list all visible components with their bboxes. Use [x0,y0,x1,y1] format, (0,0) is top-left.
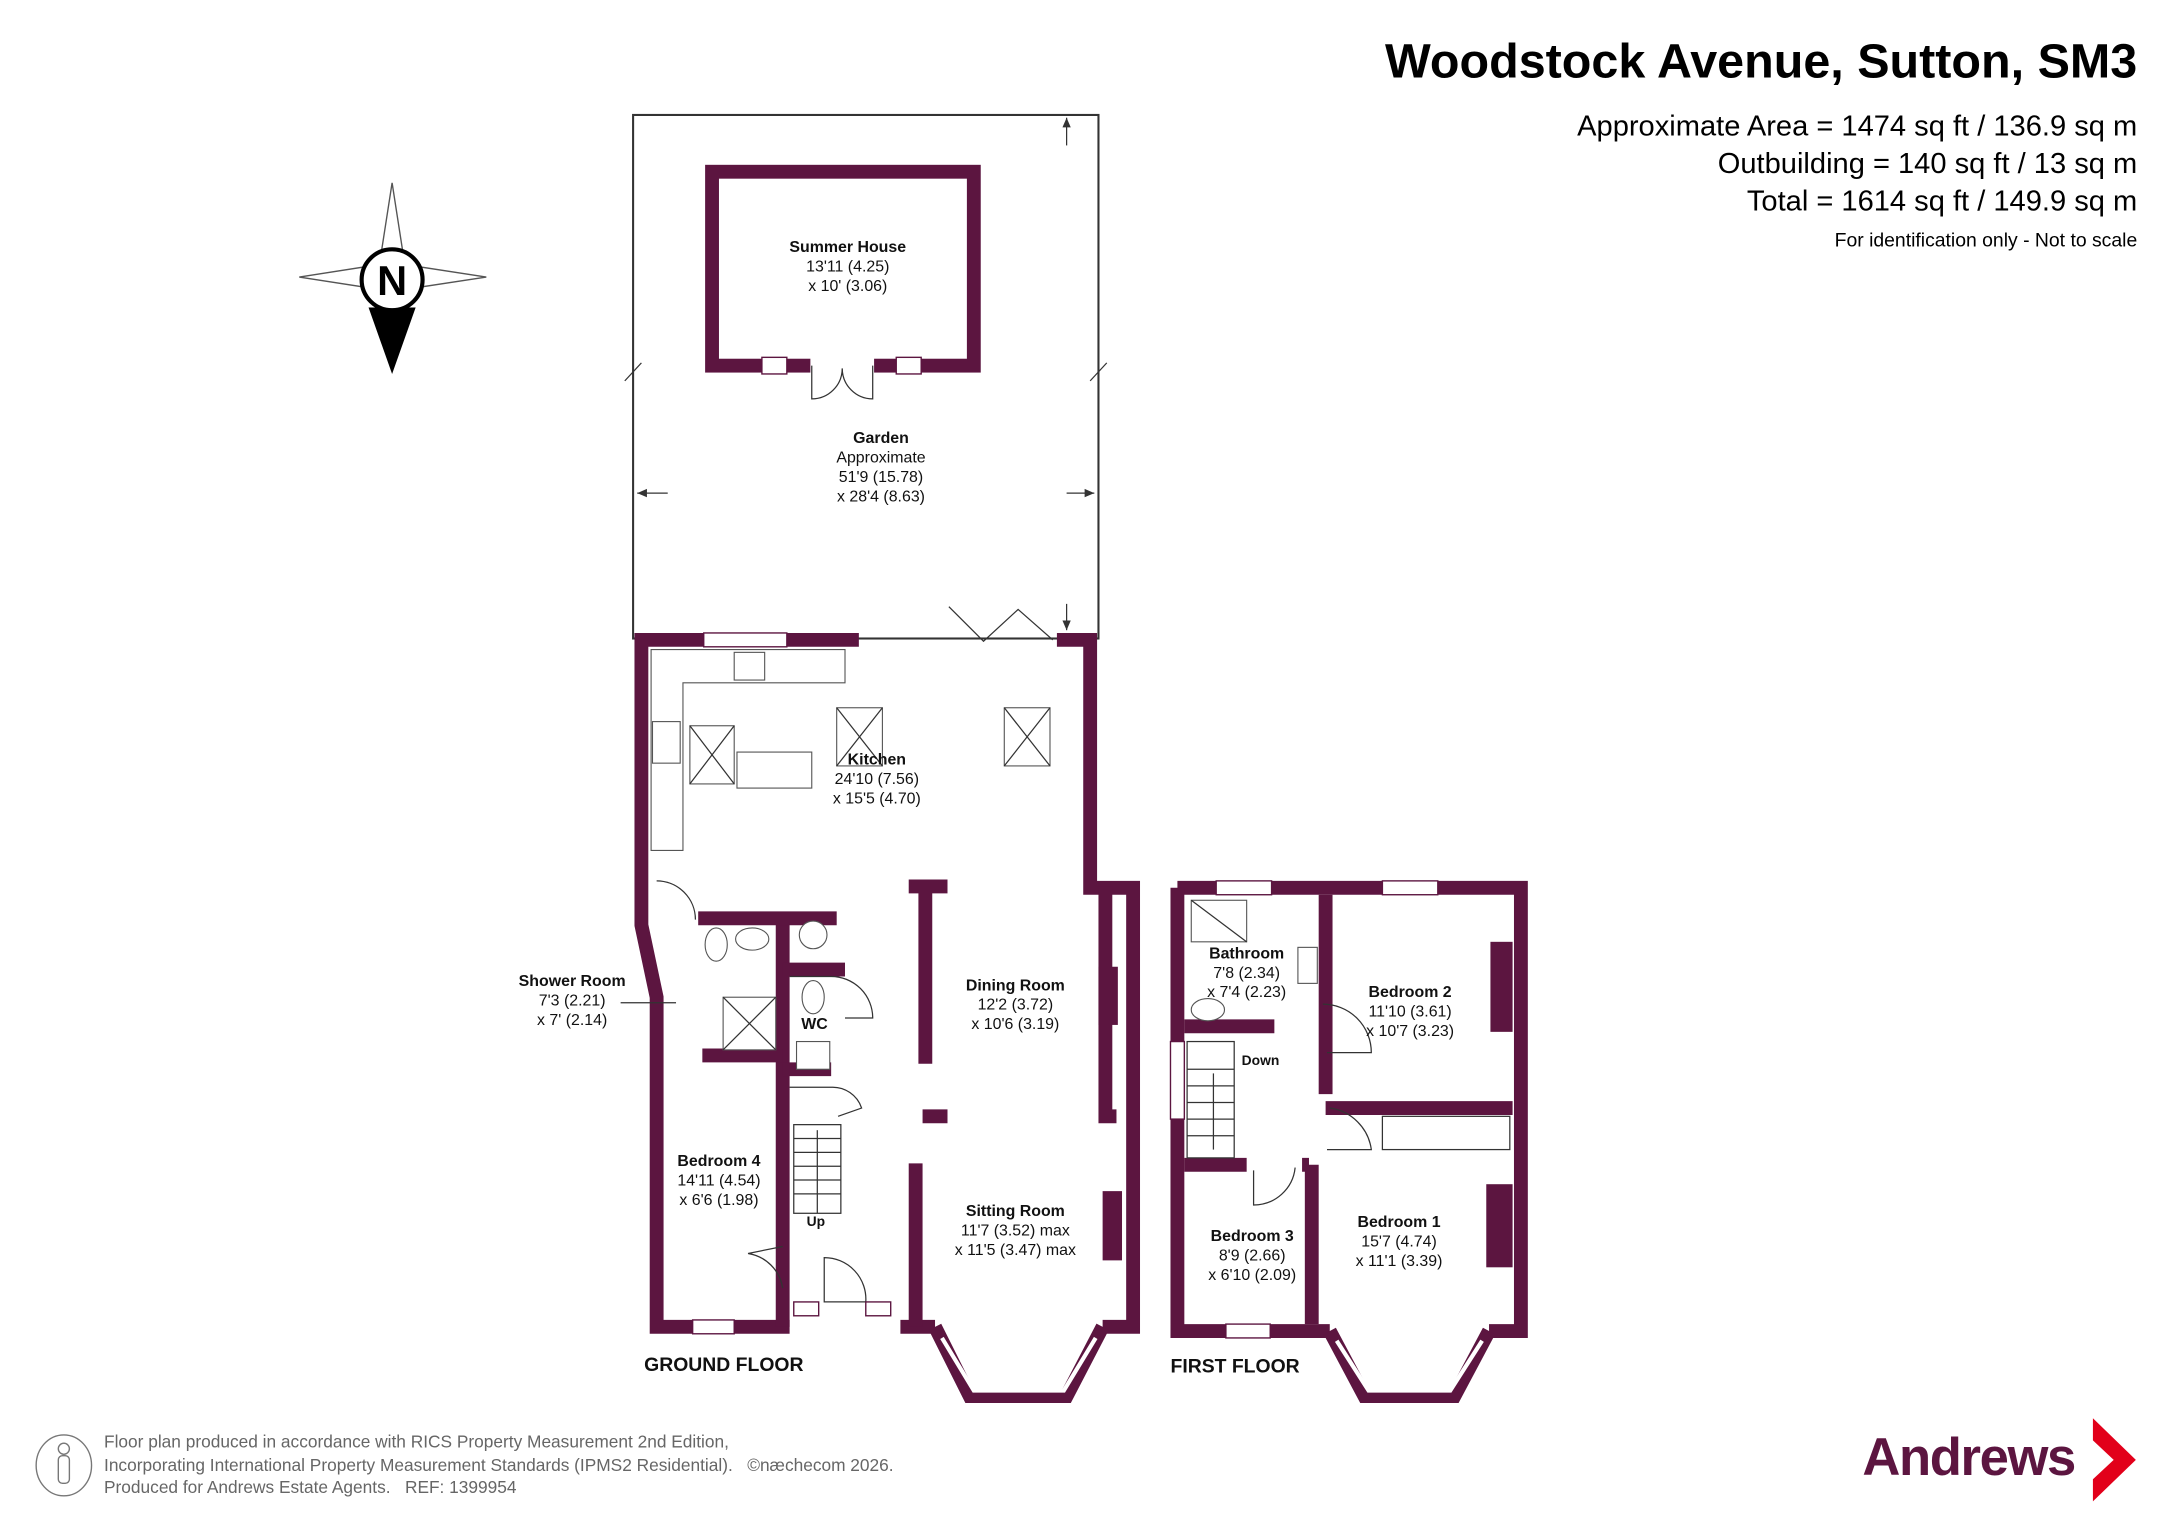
person-icon [35,1434,93,1497]
first-floor-walls [1169,880,1528,1404]
footer-line-2: Incorporating International Property Mea… [104,1455,894,1475]
bedroom4-name: Bedroom 4 [677,1153,760,1170]
bedroom4-dim2: x 6'6 (1.98) [679,1192,758,1209]
bedroom3-dim1: 8'9 (2.66) [1219,1247,1286,1264]
stairs-down-label: Down [1242,1052,1280,1068]
property-title: Woodstock Avenue, Sutton, SM3 [1385,35,2137,89]
bedroom2-dim1: 11'10 (3.61) [1368,1004,1451,1021]
footer-line-3: Produced for Andrews Estate Agents. REF:… [104,1477,517,1497]
bedroom1-name: Bedroom 1 [1357,1214,1440,1231]
bathroom-name: Bathroom [1209,945,1284,962]
bedroom2-name: Bedroom 2 [1369,984,1452,1001]
compass-north-label: N [377,257,407,304]
kitchen-dim2: x 15'5 (4.70) [833,790,921,807]
shower-room-name: Shower Room [519,973,626,990]
disclaimer: For identification only - Not to scale [1835,230,2138,252]
andrews-logo: Andrews [1862,1418,2136,1502]
wc-name: WC [801,1016,828,1033]
summer-house-dim2: x 10' (3.06) [808,278,887,295]
compass-icon: N [299,182,487,374]
first-floor-label: FIRST FLOOR [1170,1356,1299,1378]
kitchen-dim1: 24'10 (7.56) [835,771,919,788]
dining-room-dim1: 12'2 (3.72) [978,997,1054,1014]
sitting-room-dim1: 11'7 (3.52) max [961,1222,1070,1239]
bedroom2-dim2: x 10'7 (3.23) [1366,1023,1454,1040]
bedroom1-dim1: 15'7 (4.74) [1361,1234,1437,1251]
garden-dim1: 51'9 (15.78) [839,469,923,486]
summer-house-dim1: 13'11 (4.25) [806,258,889,275]
dining-room-name: Dining Room [966,977,1065,994]
total-line: Total = 1614 sq ft / 149.9 sq m [1747,186,2137,218]
summer-house [705,164,981,400]
sitting-room-dim2: x 11'5 (3.47) max [955,1242,1076,1259]
summer-house-name: Summer House [789,239,906,256]
bathroom-dim1: 7'8 (2.34) [1213,965,1280,982]
sitting-room-name: Sitting Room [966,1203,1065,1220]
footer-line-1: Floor plan produced in accordance with R… [104,1431,729,1451]
shower-room-dim2: x 7' (2.14) [537,1012,607,1029]
bedroom3-name: Bedroom 3 [1211,1228,1294,1245]
garden-dim2: x 28'4 (8.63) [837,488,925,505]
bathroom-dim2: x 7'4 (2.23) [1207,984,1286,1001]
ground-floor-walls [634,606,1141,1404]
stairs-up-label: Up [807,1213,825,1229]
garden-note: Approximate [836,450,925,467]
area-line: Approximate Area = 1474 sq ft / 136.9 sq… [1577,111,2137,143]
kitchen-name: Kitchen [848,752,906,769]
bedroom1-dim2: x 11'1 (3.39) [1356,1253,1443,1270]
logo-text: Andrews [1862,1428,2075,1487]
dining-room-dim2: x 10'6 (3.19) [971,1016,1059,1033]
garden [624,113,1108,640]
bedroom3-dim2: x 6'10 (2.09) [1208,1267,1296,1284]
garden-name: Garden [853,430,909,447]
shower-room-dim1: 7'3 (2.21) [539,993,606,1010]
bedroom4-dim1: 14'11 (4.54) [677,1173,760,1190]
ground-floor-label: GROUND FLOOR [644,1354,803,1376]
outbuilding-line: Outbuilding = 140 sq ft / 13 sq m [1718,148,2137,180]
